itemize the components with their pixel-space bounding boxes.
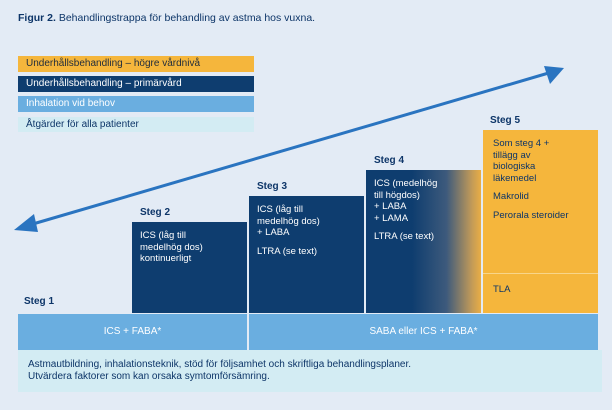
step-4-line: + LABA — [374, 201, 407, 212]
step-4-line: till högdos) — [374, 189, 420, 201]
step-4-box: ICS (medelhög till högdos) + LABA + LAMA… — [366, 170, 481, 313]
step-2-label: Steg 2 — [140, 207, 171, 218]
arrow-head-right-icon — [544, 66, 564, 84]
footer-line: Utvärdera faktorer som kan orsaka symtom… — [28, 371, 270, 382]
footer-all-patients: Astmautbildning, inhalationsteknik, stöd… — [18, 350, 602, 392]
step-2-box: ICS (låg till medelhög dos) kontinuerlig… — [132, 222, 247, 313]
step-3-line: medelhög dos) — [257, 215, 320, 227]
legend-item-higher-care: Underhållsbehandling – högre vårdnivå — [18, 56, 254, 72]
step-1-label: Steg 1 — [24, 296, 55, 307]
base-left: ICS + FABA* — [18, 314, 247, 350]
step-5-label: Steg 5 — [490, 115, 521, 126]
step-5-box: Som steg 4 + tillägg av biologiska läkem… — [483, 130, 598, 273]
step-3-box: ICS (låg till medelhög dos) + LABA LTRA … — [249, 196, 364, 313]
legend-item-all-patients: Åtgärder för alla patienter — [18, 116, 254, 132]
legend-item-as-needed: Inhalation vid behov — [18, 96, 254, 112]
figure-label: Figur 2. — [18, 12, 56, 24]
step-5-line: Perorala steroider — [493, 209, 569, 221]
step-3-line: ICS (låg till — [257, 204, 303, 215]
step-4-label: Steg 4 — [374, 155, 405, 166]
step-3-line: LTRA (se text) — [257, 245, 318, 257]
figure-title-text: Behandlingstrappa för behandling av astm… — [58, 12, 316, 24]
step-5-line: tillägg av — [493, 149, 531, 161]
step-4-line: LTRA (se text) — [374, 231, 435, 242]
step-4-line: ICS (medelhög — [374, 178, 438, 189]
footer-line: Astmautbildning, inhalationsteknik, stöd… — [28, 359, 411, 370]
step-3-label: Steg 3 — [257, 181, 288, 192]
step-3-line: + LABA — [257, 227, 290, 238]
step-5-tla-box: TLA — [483, 273, 598, 313]
arrow-head-left-icon — [14, 214, 38, 232]
figure-title: Figur 2. Behandlingstrappa för behandlin… — [18, 12, 315, 24]
step-5-line: läkemedel — [493, 172, 537, 184]
legend-item-primary-care: Underhållsbehandling – primärvård — [18, 76, 254, 92]
step-5-line: Makrolid — [493, 191, 529, 202]
step-2-line: medelhög dos) — [140, 241, 203, 253]
step-2-line: ICS (låg till — [140, 230, 186, 241]
step-5-line: biologiska — [493, 161, 536, 172]
step-4-line: + LAMA — [374, 212, 409, 224]
step-2-line: kontinuerligt — [140, 253, 192, 264]
step-5-line: Som steg 4 + — [493, 138, 550, 149]
base-right: SABA eller ICS + FABA* — [249, 314, 598, 350]
